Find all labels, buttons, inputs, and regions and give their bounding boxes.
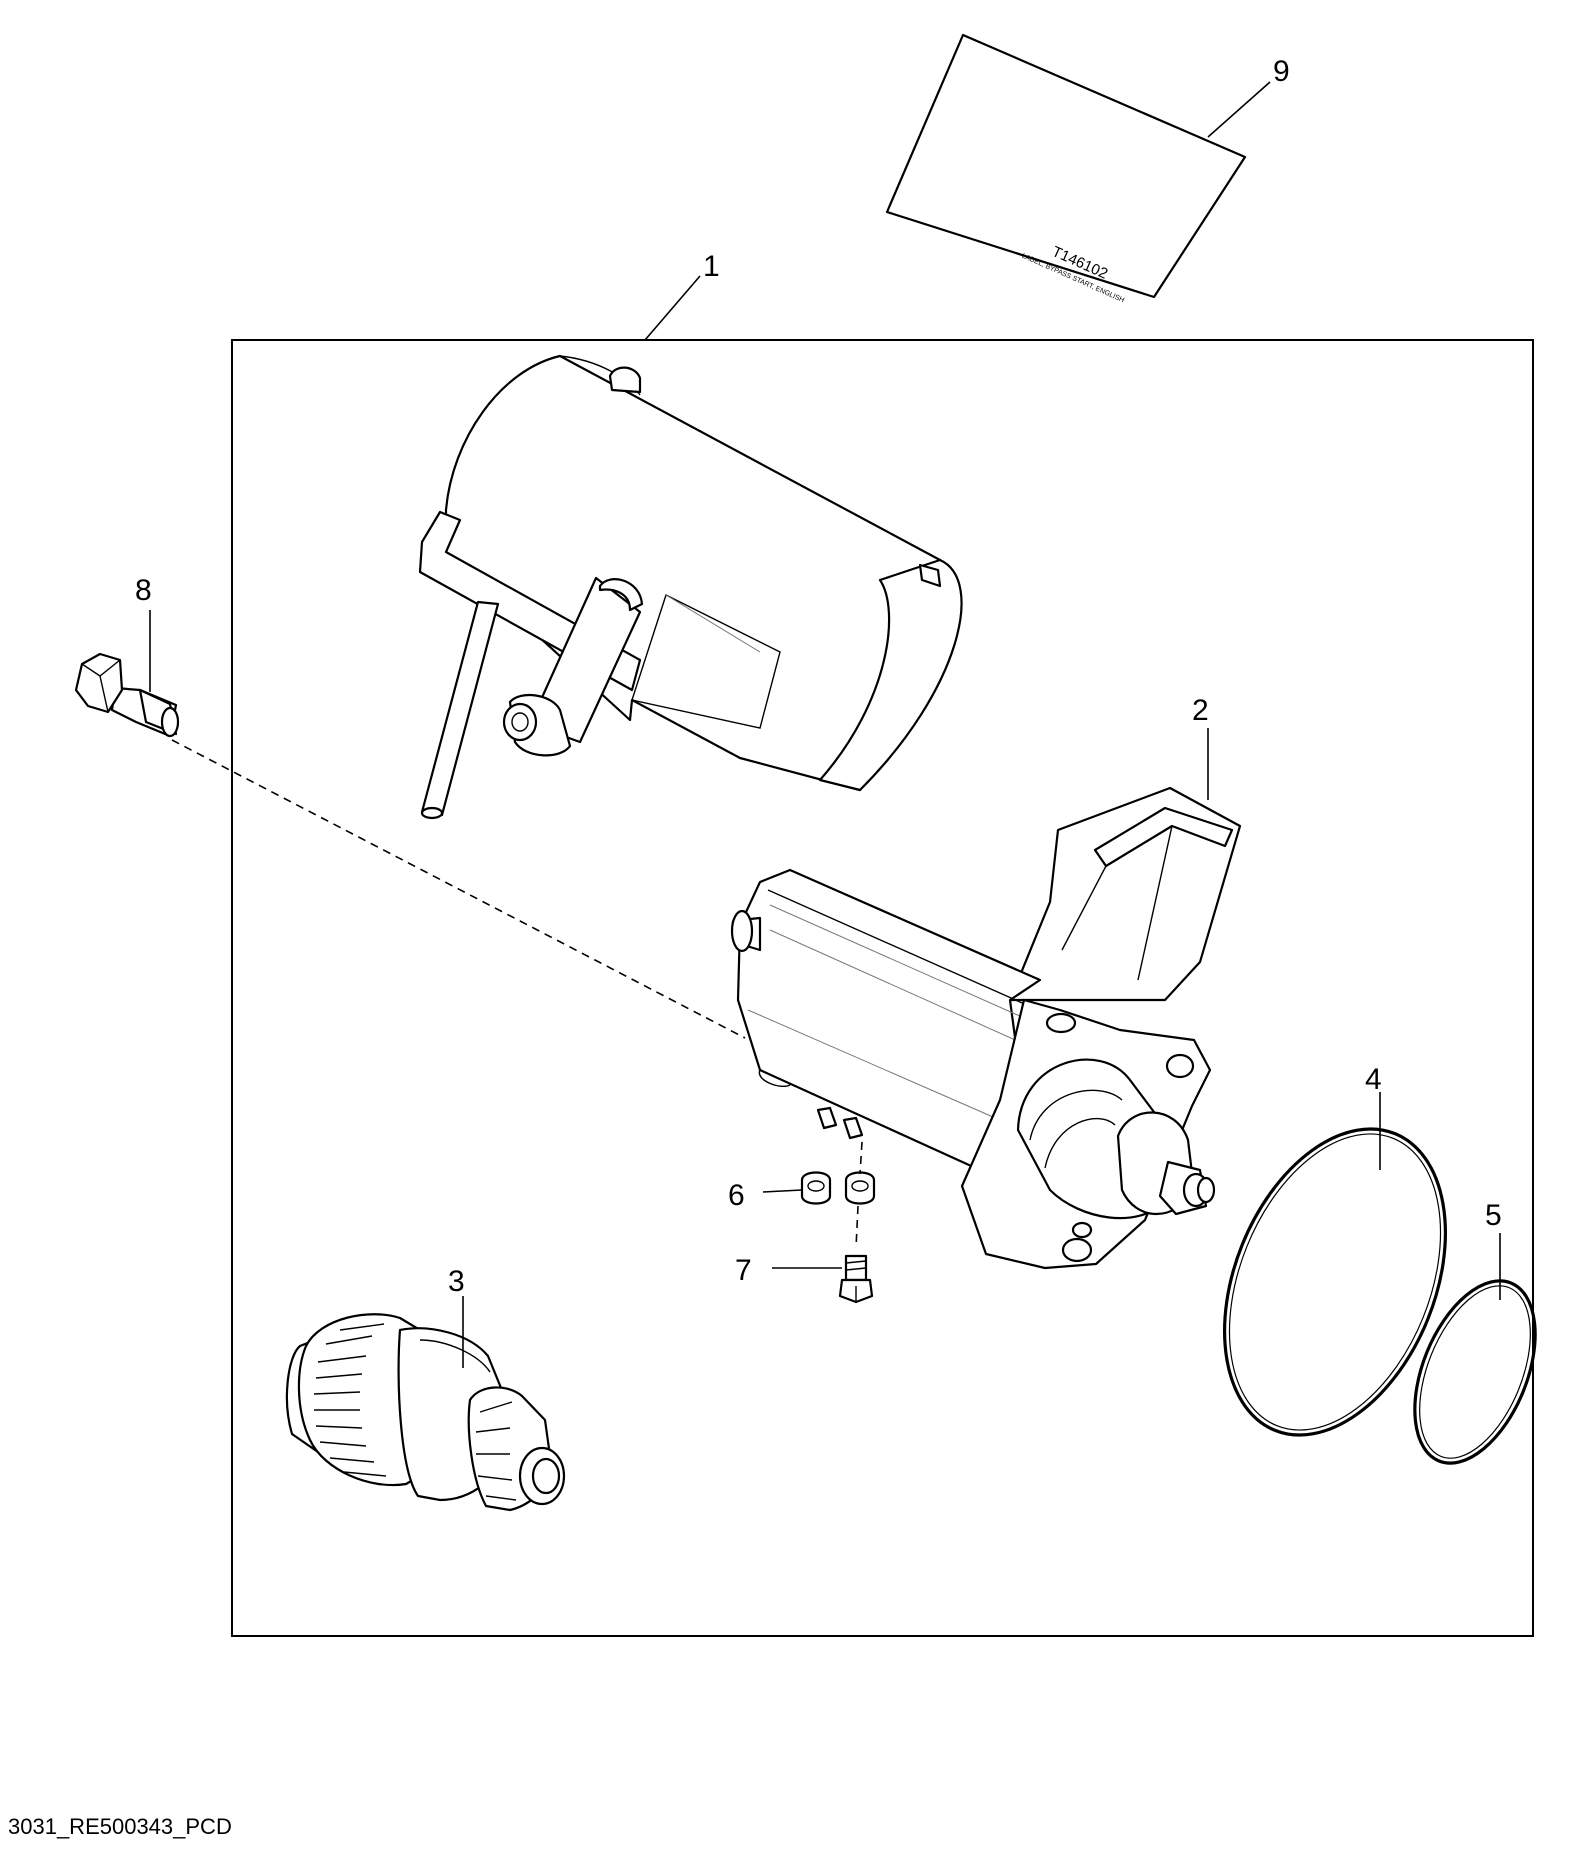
label-sheet-part-9: T146102 LABEL, BYPASS START, ENGLISH	[885, 33, 1247, 304]
callout-8: 8	[135, 574, 152, 607]
bolt-8-alignment-path	[171, 739, 746, 1039]
o-ring-part-5	[1413, 1279, 1537, 1465]
callout-3: 3	[448, 1265, 465, 1298]
fastener-6-alignment-path	[859, 1141, 863, 1175]
drive-pinion-part-3	[285, 1313, 566, 1512]
callout-7: 7	[735, 1254, 752, 1287]
flange-bolt-part-8	[74, 652, 180, 738]
callout-6: 6	[728, 1179, 745, 1212]
leader-1	[644, 275, 701, 341]
leader-6	[762, 1189, 803, 1193]
starter-cover-part	[418, 354, 963, 820]
callout-5: 5	[1485, 1199, 1502, 1232]
o-ring-part-4	[1222, 1127, 1448, 1437]
callout-1: 1	[703, 250, 720, 283]
callout-2: 2	[1192, 694, 1209, 727]
washer-part-6	[800, 1171, 876, 1205]
starter-motor-part-2	[730, 786, 1242, 1270]
callout-4: 4	[1365, 1063, 1382, 1096]
leader-9	[1207, 81, 1271, 138]
kit-boundary-box	[231, 339, 1534, 1637]
callout-9: 9	[1273, 55, 1290, 88]
fastener-7-alignment-path	[855, 1205, 859, 1249]
screw-part-7	[838, 1254, 874, 1304]
drawing-code: 3031_RE500343_PCD	[8, 1814, 232, 1839]
